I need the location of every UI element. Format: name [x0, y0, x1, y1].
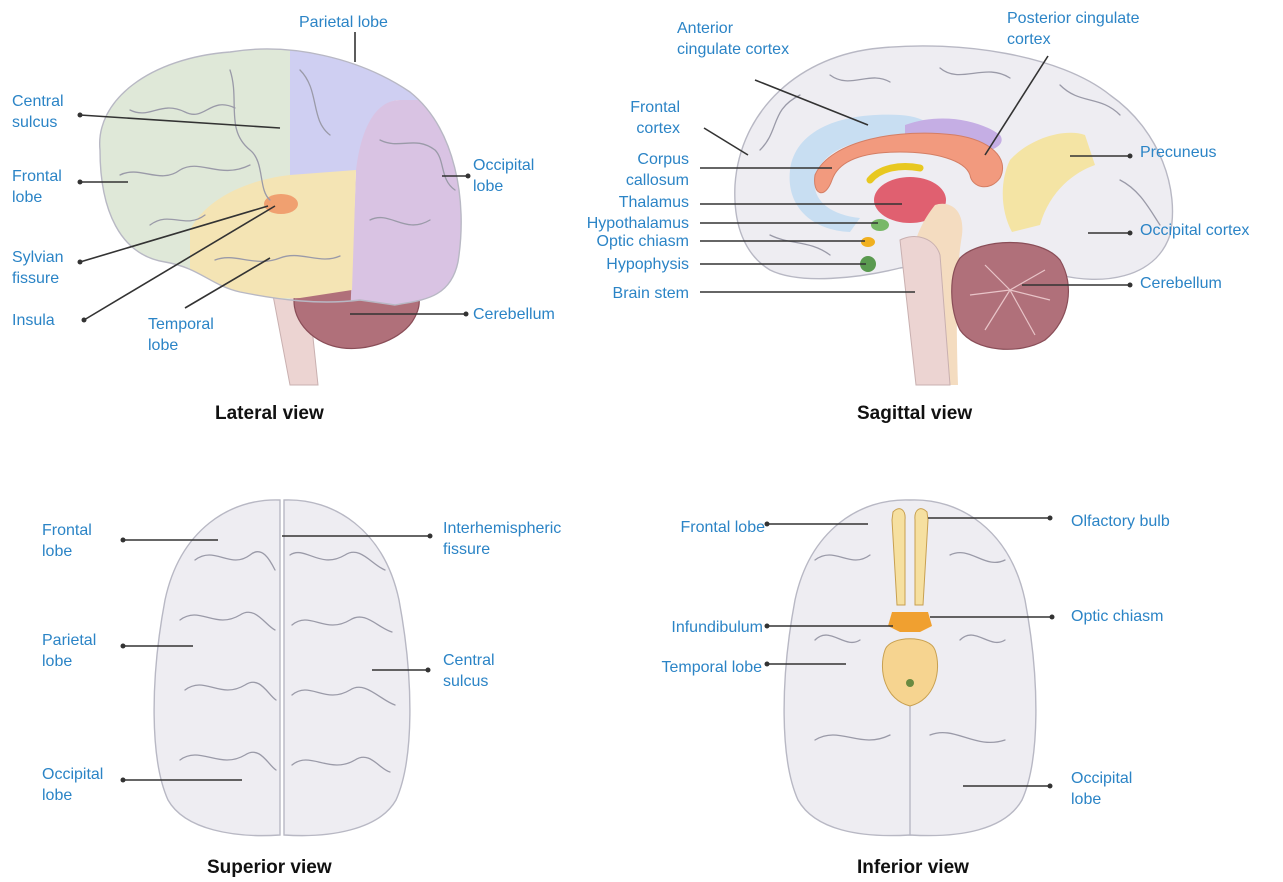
label-superior-frontal-lobe: Frontal lobe — [42, 520, 92, 562]
lateral-brain — [90, 40, 470, 385]
superior-right-hemisphere — [284, 500, 410, 836]
superior-brain — [154, 500, 410, 836]
label-sagittal-brain-stem: Brain stem — [613, 283, 689, 304]
label-sagittal-precuneus: Precuneus — [1140, 142, 1217, 163]
label-inferior-frontal-lobe: Frontal lobe — [681, 517, 766, 538]
label-inferior-optic-chiasm: Optic chiasm — [1071, 606, 1163, 627]
label-inferior-temporal-lobe: Temporal lobe — [662, 657, 763, 678]
sagittal-optic-chiasm — [861, 237, 875, 247]
label-inferior-occipital-lobe: Occipital lobe — [1071, 768, 1132, 810]
label-sagittal-anterior-cingulate-cortex: Anterior cingulate cortex — [677, 18, 789, 60]
label-superior-interhemispheric-fissure: Interhemispheric fissure — [443, 518, 561, 560]
sagittal-brain — [735, 46, 1173, 385]
lateral-insula — [264, 194, 298, 214]
label-lateral-parietal-lobe: Parietal lobe — [299, 12, 388, 33]
sagittal-hypothalamus — [871, 219, 889, 231]
label-sagittal-posterior-cingulate-cortex: Posterior cingulate cortex — [1007, 8, 1140, 50]
label-inferior-olfactory-bulb: Olfactory bulb — [1071, 511, 1170, 532]
label-sagittal-hypophysis: Hypophysis — [606, 254, 689, 275]
label-sagittal-frontal-cortex: Frontal cortex — [630, 97, 680, 139]
label-lateral-sylvian-fissure: Sylvian fissure — [12, 247, 64, 289]
label-lateral-insula: Insula — [12, 310, 55, 331]
label-superior-occipital-lobe: Occipital lobe — [42, 764, 103, 806]
lateral-occipital-region — [350, 100, 470, 320]
caption-superior-view: Superior view — [207, 857, 332, 879]
caption-lateral-view: Lateral view — [215, 403, 324, 425]
caption-inferior-view: Inferior view — [857, 857, 969, 879]
sagittal-cerebellum — [952, 243, 1069, 350]
label-sagittal-occipital-cortex: Occipital cortex — [1140, 220, 1249, 241]
label-superior-central-sulcus: Central sulcus — [443, 650, 495, 692]
caption-sagittal-view: Sagittal view — [857, 403, 972, 425]
label-sagittal-thalamus: Thalamus — [619, 192, 689, 213]
label-sagittal-optic-chiasm: Optic chiasm — [597, 231, 689, 252]
label-lateral-occipital-lobe: Occipital lobe — [473, 155, 534, 197]
label-inferior-infundibulum: Infundibulum — [671, 617, 763, 638]
superior-left-hemisphere — [154, 500, 280, 836]
inferior-infundibulum-dot — [906, 679, 914, 687]
label-lateral-central-sulcus: Central sulcus — [12, 91, 64, 133]
label-lateral-cerebellum: Cerebellum — [473, 304, 555, 325]
label-lateral-frontal-lobe: Frontal lobe — [12, 166, 62, 208]
label-lateral-temporal-lobe: Temporal lobe — [148, 314, 214, 356]
label-sagittal-cerebellum: Cerebellum — [1140, 273, 1222, 294]
label-sagittal-corpus-callosum: Corpus callosum — [626, 149, 689, 191]
label-superior-parietal-lobe: Parietal lobe — [42, 630, 96, 672]
inferior-optic-chiasm — [888, 612, 932, 632]
